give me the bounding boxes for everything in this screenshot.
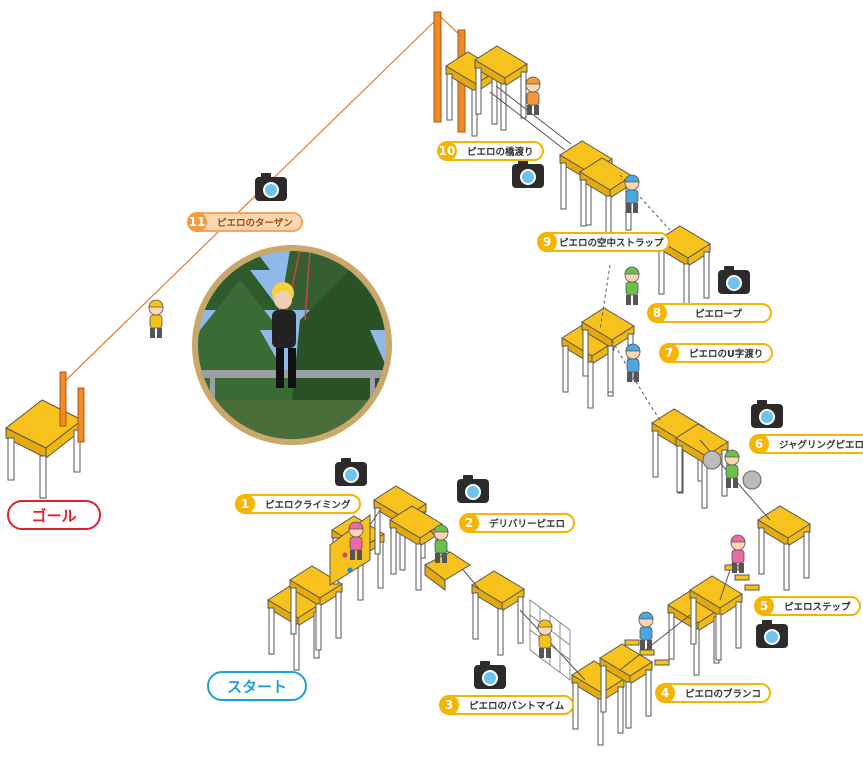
delivery-box <box>424 551 471 591</box>
photo-circle <box>192 245 392 445</box>
camera-icon <box>255 173 287 201</box>
start-badge: スタート <box>207 671 307 701</box>
juggling-balls <box>702 450 762 490</box>
camera-icon <box>474 661 506 689</box>
camera-icon <box>756 620 788 648</box>
camera-icon <box>512 160 544 188</box>
camera-icons <box>255 160 788 689</box>
goal-platform <box>5 371 85 499</box>
camera-icon <box>718 266 750 294</box>
camera-icon <box>457 475 489 503</box>
goal-badge: ゴール <box>7 500 101 530</box>
camera-icon <box>751 400 783 428</box>
camera-icon <box>335 458 367 486</box>
zipline-cable <box>61 15 441 385</box>
zipline-tower <box>433 11 528 137</box>
